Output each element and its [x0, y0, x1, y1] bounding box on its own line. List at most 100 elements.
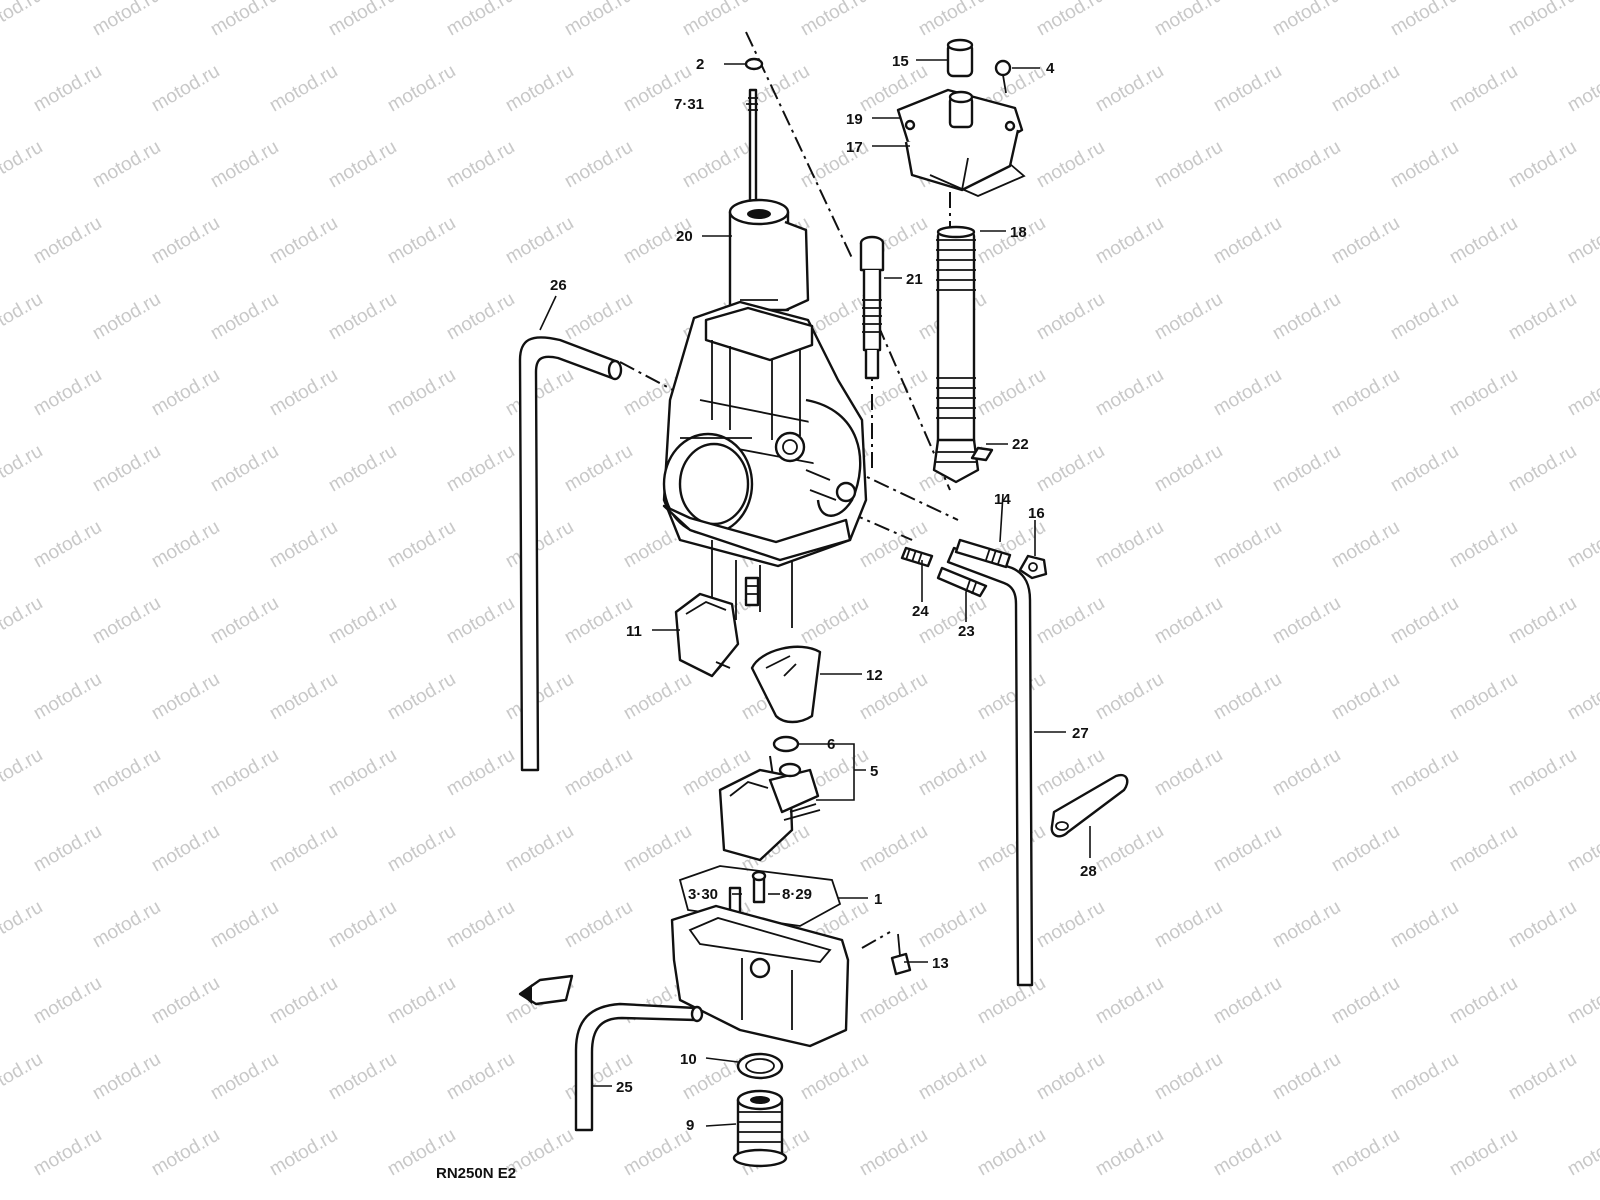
- watermark-text: motod.ru: [30, 365, 105, 421]
- watermark-text: motod.ru: [915, 1049, 990, 1105]
- carburetor-body: [662, 300, 868, 628]
- watermark-text: motod.ru: [974, 365, 1049, 421]
- watermark-text: motod.ru: [1564, 669, 1600, 725]
- watermark-text: motod.ru: [1269, 1049, 1344, 1105]
- watermark-text: motod.ru: [207, 441, 282, 497]
- watermark-text: motod.ru: [30, 1125, 105, 1181]
- watermark-text: motod.ru: [0, 745, 46, 801]
- watermark-text: motod.ru: [1505, 441, 1580, 497]
- watermark-text: motod.ru: [1210, 973, 1285, 1029]
- callout-24: 24: [912, 603, 929, 620]
- callout-8-29: 8·29: [782, 886, 812, 903]
- watermark-text: motod.ru: [915, 745, 990, 801]
- watermark-text: motod.ru: [266, 973, 341, 1029]
- watermark-text: motod.ru: [1446, 213, 1521, 269]
- watermark-text: motod.ru: [1269, 289, 1344, 345]
- watermark-text: motod.ru: [148, 213, 223, 269]
- watermark-text: motod.ru: [30, 973, 105, 1029]
- watermark-text: motod.ru: [266, 821, 341, 877]
- watermark-text: motod.ru: [1269, 745, 1344, 801]
- watermark-text: motod.ru: [443, 0, 518, 40]
- watermark-text: motod.ru: [620, 821, 695, 877]
- cap-screw-15: [946, 38, 974, 78]
- watermark-text: motod.ru: [974, 973, 1049, 1029]
- callout-7-31: 7·31: [674, 96, 704, 113]
- watermark-text: motod.ru: [561, 289, 636, 345]
- watermark-text: motod.ru: [0, 897, 46, 953]
- vent-tube-26: [518, 336, 623, 772]
- callout-6: 6: [827, 736, 835, 753]
- o-ring-10: [736, 1052, 784, 1080]
- watermark-text: motod.ru: [856, 821, 931, 877]
- watermark-text: motod.ru: [1092, 973, 1167, 1029]
- watermark-text: motod.ru: [797, 1049, 872, 1105]
- watermark-text: motod.ru: [266, 61, 341, 117]
- watermark-text: motod.ru: [443, 1049, 518, 1105]
- watermark-text: motod.ru: [1446, 517, 1521, 573]
- watermark-text: motod.ru: [325, 137, 400, 193]
- callout-19: 19: [846, 111, 863, 128]
- watermark-text: motod.ru: [1269, 137, 1344, 193]
- watermark-text: motod.ru: [1210, 821, 1285, 877]
- watermark-text: motod.ru: [384, 517, 459, 573]
- watermark-text: motod.ru: [974, 669, 1049, 725]
- callout-12: 12: [866, 667, 883, 684]
- watermark-text: motod.ru: [148, 1125, 223, 1181]
- watermark-text: motod.ru: [1328, 1125, 1403, 1181]
- watermark-text: motod.ru: [1210, 213, 1285, 269]
- watermark-text: motod.ru: [1033, 289, 1108, 345]
- float-valve-seat-11: [674, 592, 740, 678]
- watermark-text: motod.ru: [266, 213, 341, 269]
- watermark-text: motod.ru: [1151, 745, 1226, 801]
- drain-tube-25: [574, 1002, 704, 1132]
- watermark-text: motod.ru: [0, 1049, 46, 1105]
- watermark-text: motod.ru: [1033, 441, 1108, 497]
- float-chamber: [670, 904, 850, 1048]
- watermark-text: motod.ru: [1328, 973, 1403, 1029]
- watermark-text: motod.ru: [1269, 0, 1344, 40]
- watermark-text: motod.ru: [443, 137, 518, 193]
- watermark-text: motod.ru: [1564, 821, 1600, 877]
- watermark-text: motod.ru: [1387, 745, 1462, 801]
- watermark-text: motod.ru: [502, 365, 577, 421]
- watermark-text: motod.ru: [30, 821, 105, 877]
- watermark-text: motod.ru: [266, 1125, 341, 1181]
- watermark-text: motod.ru: [0, 441, 46, 497]
- watermark-text: motod.ru: [384, 973, 459, 1029]
- watermark-text: motod.ru: [915, 897, 990, 953]
- watermark-text: motod.ru: [1505, 0, 1580, 40]
- watermark-text: motod.ru: [443, 289, 518, 345]
- watermark-text: motod.ru: [1151, 289, 1226, 345]
- watermark-text: motod.ru: [1151, 593, 1226, 649]
- watermark-text: motod.ru: [1210, 365, 1285, 421]
- plug-9: [732, 1089, 788, 1168]
- model-code-label: RN250N E2: [436, 1165, 516, 1182]
- watermark-text: motod.ru: [679, 137, 754, 193]
- starter-plunger-21: [859, 235, 885, 380]
- watermark-text: motod.ru: [89, 441, 164, 497]
- spring-24: [900, 546, 934, 568]
- watermark-text: motod.ru: [325, 745, 400, 801]
- watermark-text: motod.ru: [1092, 61, 1167, 117]
- watermark-text: motod.ru: [0, 0, 46, 40]
- watermark-text: motod.ru: [1210, 517, 1285, 573]
- leader-lines: [539, 59, 1091, 1127]
- watermark-text: motod.ru: [679, 0, 754, 40]
- watermark-text: motod.ru: [1505, 897, 1580, 953]
- watermark-text: motod.ru: [1210, 61, 1285, 117]
- watermark-text: motod.ru: [89, 745, 164, 801]
- watermark-text: motod.ru: [207, 1049, 282, 1105]
- callout-28: 28: [1080, 863, 1097, 880]
- clamp-28: [1050, 773, 1129, 838]
- watermark-text: motod.ru: [1151, 1049, 1226, 1105]
- callout-13: 13: [932, 955, 949, 972]
- watermark-text: motod.ru: [1387, 593, 1462, 649]
- watermark-text: motod.ru: [1151, 0, 1226, 40]
- watermark-text: motod.ru: [1564, 365, 1600, 421]
- watermark-text: motod.ru: [1328, 365, 1403, 421]
- callout-9: 9: [686, 1117, 694, 1134]
- watermark-text: motod.ru: [502, 669, 577, 725]
- watermark-text: motod.ru: [1446, 365, 1521, 421]
- callout-5: 5: [870, 763, 878, 780]
